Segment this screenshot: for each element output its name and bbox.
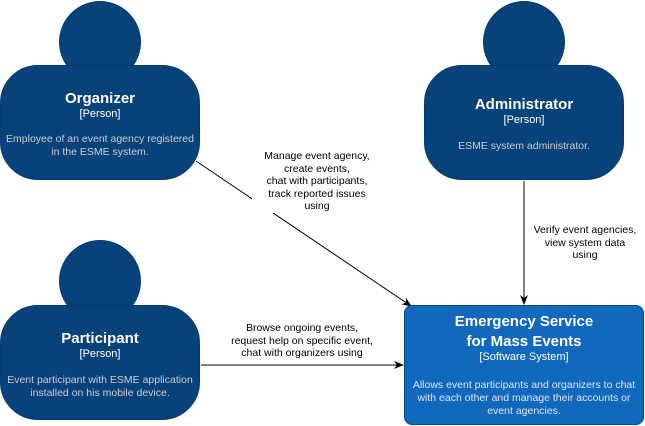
person-body: Organizer [Person] Employee of an event … — [0, 65, 200, 180]
person-description: ESME system administrator. — [458, 140, 590, 152]
person-type: [Person] — [503, 114, 545, 126]
software-system-esme[interactable]: Emergency Service for Mass Events [Softw… — [404, 305, 644, 425]
relation-label-administrator: Verify event agencies, view system data … — [525, 224, 645, 262]
relation-label-participant: Browse ongoing events, request help on s… — [222, 322, 382, 360]
system-name: Emergency Service for Mass Events — [454, 313, 594, 350]
person-name: Organizer — [64, 90, 136, 107]
system-type: [Software System] — [479, 351, 569, 363]
person-body: Participant [Person] Event participant w… — [0, 305, 200, 420]
person-type: [Person] — [79, 108, 121, 120]
person-type: [Person] — [79, 348, 121, 360]
arrow-organizer-to-system — [195, 160, 412, 307]
person-description: Employee of an event agency registered i… — [6, 133, 194, 158]
person-name: Participant — [61, 330, 139, 347]
person-name: Administrator — [474, 96, 574, 113]
person-description: Event participant with ESME application … — [7, 374, 193, 399]
person-body: Administrator [Person] ESME system admin… — [424, 65, 624, 180]
relation-label-organizer: Manage event agency, create events, chat… — [252, 150, 382, 213]
system-description: Allows event participants and organizers… — [412, 379, 636, 417]
